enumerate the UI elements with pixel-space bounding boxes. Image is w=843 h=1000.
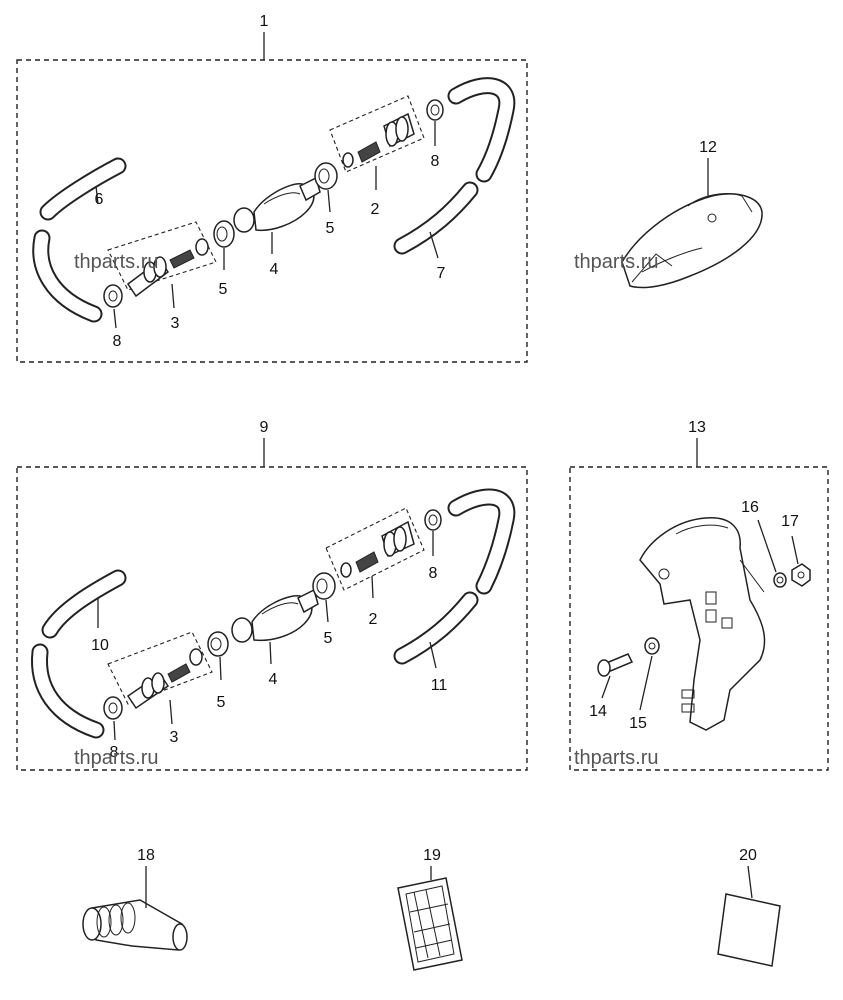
primer-bulb-4 (233, 176, 321, 233)
washer-16 (773, 572, 787, 588)
callout-10: 10 (91, 637, 109, 654)
callout-8-a: 8 (113, 333, 122, 350)
valve-3 (126, 238, 209, 298)
callout-4-b: 4 (269, 671, 278, 688)
callout-5-a: 5 (219, 281, 228, 298)
callout-5-c: 5 (217, 694, 226, 711)
ring-5-d (312, 572, 336, 600)
valve-2 (342, 112, 415, 168)
callout-4-a: 4 (270, 261, 279, 278)
callout-5-d: 5 (324, 630, 333, 647)
ring-5-c (207, 631, 229, 657)
bracket-13 (639, 517, 766, 731)
callout-3-b: 3 (170, 729, 179, 746)
grille-19 (397, 877, 463, 971)
hose-11 (393, 488, 516, 665)
nut-8-left-b (103, 696, 123, 720)
callout-7: 7 (437, 265, 446, 282)
hose-7 (393, 77, 516, 255)
callout-9: 9 (260, 419, 269, 436)
callout-20: 20 (739, 847, 757, 864)
assembly-1-group: 1 6 8 3 (16, 13, 528, 363)
callout-2-b: 2 (369, 611, 378, 628)
callout-16: 16 (741, 499, 759, 516)
pouch-12 (621, 193, 763, 289)
hose-10 (31, 569, 127, 739)
watermark-2: thparts.ru (574, 251, 658, 273)
ring-5-b (314, 162, 338, 190)
ring-5-a (213, 220, 235, 248)
callout-5-b: 5 (326, 220, 335, 237)
callout-2-a: 2 (371, 201, 380, 218)
callout-13: 13 (688, 419, 706, 436)
nut-17 (791, 563, 811, 587)
watermark-4: thparts.ru (574, 747, 658, 769)
callout-18: 18 (137, 847, 155, 864)
callout-19: 19 (423, 847, 441, 864)
nut-8-left (103, 284, 123, 308)
callout-8-c: 8 (110, 744, 119, 761)
bolt-14 (597, 653, 634, 677)
watermark-3: thparts.ru (74, 747, 158, 769)
callout-17: 17 (781, 513, 799, 530)
assembly-9-box (16, 466, 528, 771)
fitting-18 (82, 899, 188, 951)
callout-8-d: 8 (429, 565, 438, 582)
callout-8-b: 8 (431, 153, 440, 170)
nut-8-right-b (424, 509, 442, 531)
assembly-13-group: 13 14 15 (569, 419, 829, 771)
assembly-1-box (16, 59, 528, 363)
callout-3-a: 3 (171, 315, 180, 332)
assembly-9-group: 9 10 8 3 (16, 419, 528, 771)
callout-14: 14 (589, 703, 607, 720)
callout-11: 11 (431, 677, 448, 694)
nut-8-right (426, 99, 444, 121)
valve-3-b (126, 648, 203, 710)
watermark-1: thparts.ru (74, 251, 158, 273)
washer-15 (644, 637, 660, 655)
callout-15: 15 (629, 715, 647, 732)
primer-bulb-4-b (231, 588, 319, 643)
callout-12: 12 (699, 139, 717, 156)
card-20 (717, 893, 781, 967)
hose-6 (32, 157, 127, 323)
assembly-13-box (569, 466, 829, 771)
callout-1: 1 (260, 13, 269, 30)
callout-6: 6 (95, 191, 104, 208)
valve-2-b (340, 520, 415, 578)
